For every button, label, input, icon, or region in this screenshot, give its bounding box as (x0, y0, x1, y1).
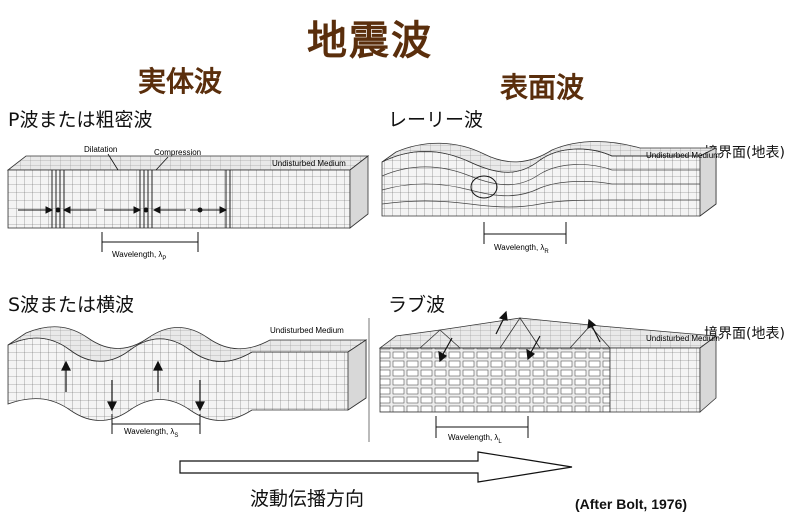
s-wave-label: S波または横波 (8, 294, 135, 316)
love-undisturbed-label: Undisturbed Medium (646, 334, 720, 343)
dilatation-label: Dilatation (84, 145, 117, 154)
body-waves-heading: 実体波 (138, 65, 223, 98)
love-wave-label: ラブ波 (388, 294, 446, 316)
compression-label: Compression (154, 148, 201, 157)
love-boundary-label: 境界面(地表) (704, 326, 785, 342)
rayleigh-undisturbed-label: Undisturbed Medium (646, 151, 720, 160)
propagation-arrow (179, 451, 573, 483)
rayleigh-wave-label: レーリー波 (388, 109, 484, 131)
love-wavelength-label: Wavelength, λL (448, 433, 502, 445)
propagation-direction-label: 波動伝播方向 (250, 488, 365, 510)
love-wave-block: Undisturbed Medium Wavelength, λL (378, 310, 720, 445)
s-wave-block: Undisturbed Medium Wavelength, λS (7, 326, 368, 439)
s-undisturbed-label: Undisturbed Medium (270, 326, 344, 335)
s-wavelength-label: Wavelength, λS (124, 427, 178, 439)
credit-label: (After Bolt, 1976) (575, 496, 688, 512)
p-undisturbed-label: Undisturbed Medium (272, 159, 346, 168)
p-wavelength-label: Wavelength, λP (112, 250, 166, 262)
page-title: 地震波 (307, 18, 433, 64)
p-wave-block: Dilatation Compression Undisturbed Mediu… (6, 145, 370, 262)
p-wave-label: P波または粗密波 (8, 109, 153, 131)
surface-waves-heading: 表面波 (500, 71, 585, 104)
rayleigh-boundary-label: 境界面(地表) (704, 145, 785, 161)
rayleigh-wave-block: Undisturbed Medium Wavelength, λR (381, 141, 720, 255)
rayleigh-wavelength-label: Wavelength, λR (494, 243, 549, 255)
